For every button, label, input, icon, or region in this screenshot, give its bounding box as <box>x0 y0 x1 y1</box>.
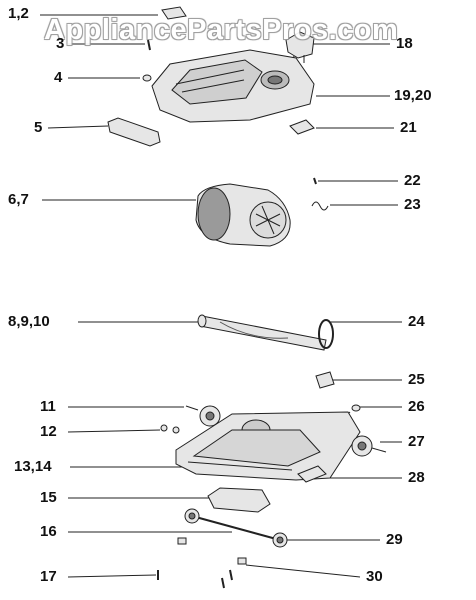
callout-18: 18 <box>396 35 413 52</box>
callout-26: 26 <box>408 398 425 415</box>
leader-17 <box>67 574 157 578</box>
small-knob <box>142 74 152 82</box>
leader-5 <box>47 125 109 129</box>
leader-30 <box>245 564 361 578</box>
switch <box>285 31 315 59</box>
clip <box>315 371 335 389</box>
callout-28: 28 <box>408 469 425 486</box>
callout-24: 24 <box>408 313 425 330</box>
callout-23: 23 <box>404 196 421 213</box>
callout-30: 30 <box>366 568 383 585</box>
callout-17: 17 <box>40 568 57 585</box>
axle-part <box>160 424 168 432</box>
label-plate <box>161 6 187 20</box>
callout-13-14: 13,14 <box>14 458 52 475</box>
filter <box>289 119 315 135</box>
callout-19-20: 19,20 <box>394 87 432 104</box>
bumper <box>297 465 327 483</box>
callout-3: 3 <box>56 35 65 52</box>
bottom-screw-3 <box>229 569 233 581</box>
bottom-screw-2 <box>221 577 225 589</box>
axle <box>191 515 281 541</box>
brushroll <box>199 315 327 351</box>
bottom-plate <box>207 487 271 513</box>
callout-21: 21 <box>400 119 417 136</box>
site-watermark: AppliancePartsPros.com <box>44 14 399 46</box>
callout-1-2: 1,2 <box>8 5 29 22</box>
callout-12: 12 <box>40 423 57 440</box>
callout-25: 25 <box>408 371 425 388</box>
callout-8-10: 8,9,10 <box>8 313 50 330</box>
small-block <box>177 537 187 545</box>
callout-22: 22 <box>404 172 421 189</box>
callout-29: 29 <box>386 531 403 548</box>
callout-6-7: 6,7 <box>8 191 29 208</box>
bracket <box>107 117 161 147</box>
screw <box>147 39 151 51</box>
callout-11: 11 <box>40 398 56 415</box>
spring <box>311 201 329 211</box>
callout-4: 4 <box>54 69 63 86</box>
callout-15: 15 <box>40 489 57 506</box>
callout-27: 27 <box>408 433 425 450</box>
small-screw <box>351 404 361 412</box>
callout-5: 5 <box>34 119 43 136</box>
callout-16: 16 <box>40 523 57 540</box>
pin <box>313 177 317 185</box>
leader-12 <box>67 429 161 433</box>
belt <box>318 319 334 349</box>
small-block-2 <box>237 557 247 565</box>
